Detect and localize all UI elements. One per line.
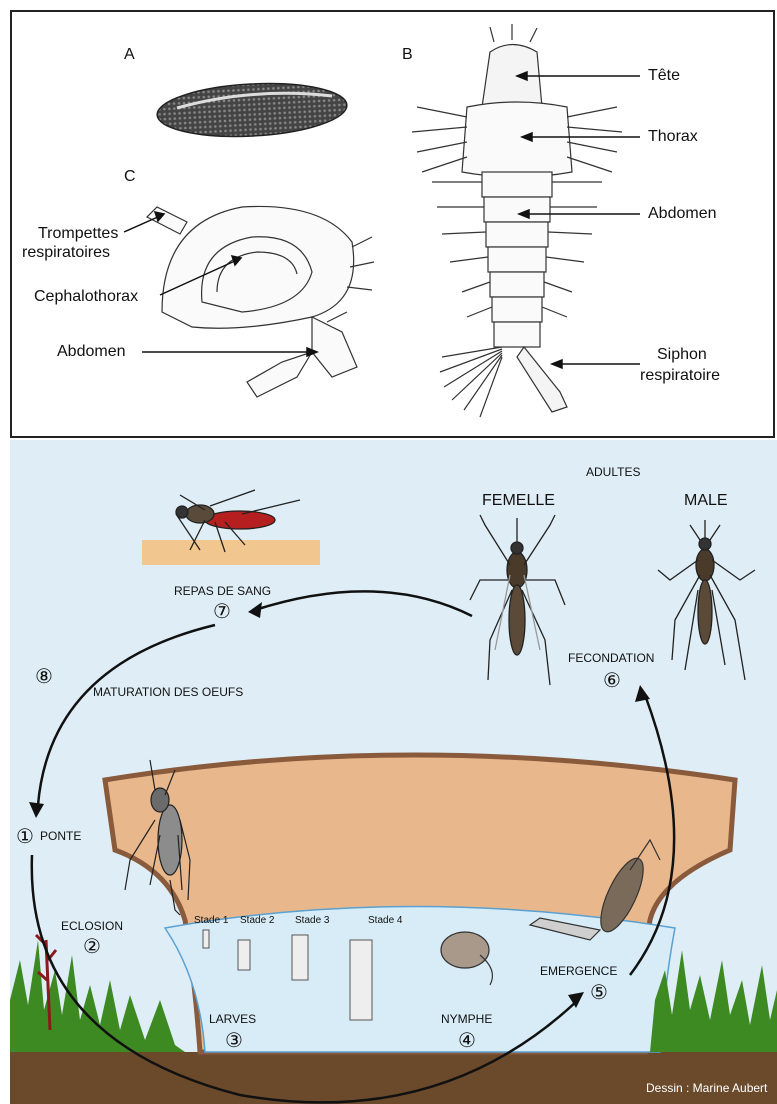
- life-cycle-panel: ADULTES FEMELLE MALE REPAS DE SANG ⑦ ⑧ M…: [10, 440, 777, 1104]
- label-trompettes: Trompettes: [38, 225, 118, 243]
- label-fecondation: FECONDATION: [568, 651, 654, 665]
- life-cycle-illustration: [10, 440, 777, 1104]
- stage-1-label: Stade 1: [194, 915, 228, 926]
- female-mosquito: [470, 515, 565, 685]
- step-6-number: ⑥: [603, 668, 621, 692]
- letter-c: C: [124, 168, 136, 186]
- label-siphon: Siphon: [657, 346, 707, 364]
- illustration-credit: Dessin : Marine Aubert: [646, 1081, 767, 1095]
- egg-drawing: [156, 79, 348, 141]
- label-ponte: PONTE: [40, 829, 81, 843]
- label-larves: LARVES: [209, 1012, 256, 1026]
- larva-drawing: [412, 24, 622, 417]
- skin-patch: [142, 540, 320, 565]
- label-abdomen-larva: Abdomen: [648, 205, 717, 223]
- male-mosquito: [658, 520, 755, 680]
- label-eclosion: ECLOSION: [61, 919, 123, 933]
- label-maturation: MATURATION DES OEUFS: [93, 685, 243, 699]
- letter-b: B: [402, 46, 413, 64]
- label-adultes: ADULTES: [586, 465, 640, 479]
- step-4-number: ④: [458, 1028, 476, 1052]
- stage-3-label: Stade 3: [295, 915, 329, 926]
- label-emergence: EMERGENCE: [540, 964, 617, 978]
- step-1-number: ①: [16, 824, 34, 848]
- letter-a: A: [124, 46, 135, 64]
- step-2-number: ②: [83, 934, 101, 958]
- label-femelle: FEMELLE: [482, 492, 555, 510]
- label-repas-de-sang: REPAS DE SANG: [174, 584, 271, 598]
- label-abdomen-pupa: Abdomen: [57, 343, 126, 361]
- label-cephalothorax: Cephalothorax: [34, 288, 138, 306]
- step-5-number: ⑤: [590, 980, 608, 1004]
- label-respiratoires: respiratoires: [22, 244, 110, 262]
- label-respiratoire: respiratoire: [640, 367, 720, 385]
- step-3-number: ③: [225, 1028, 243, 1052]
- stage-4-label: Stade 4: [368, 915, 402, 926]
- label-nymphe: NYMPHE: [441, 1012, 492, 1026]
- step-7-number: ⑦: [213, 599, 231, 623]
- step-8-number: ⑧: [35, 664, 53, 688]
- stage-2-label: Stade 2: [240, 915, 274, 926]
- anatomy-panel: A B C Tête Thorax Abdomen Siphon respira…: [10, 10, 775, 438]
- label-tete: Tête: [648, 67, 680, 85]
- label-male: MALE: [684, 492, 728, 510]
- label-thorax: Thorax: [648, 128, 698, 146]
- pupa-drawing: [147, 206, 374, 397]
